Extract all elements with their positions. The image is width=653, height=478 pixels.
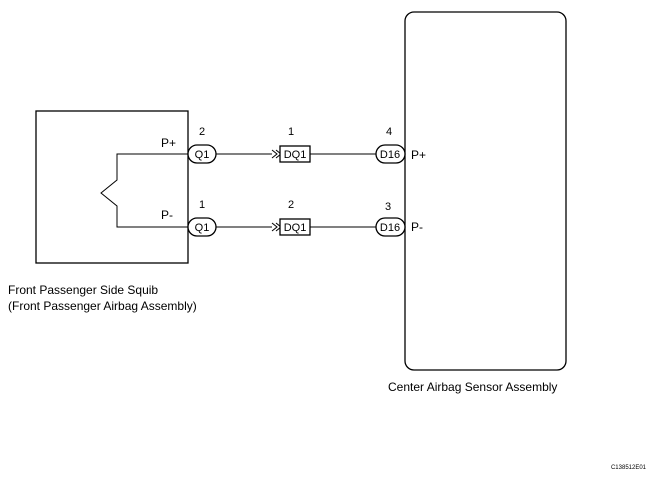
- sensor-label: Center Airbag Sensor Assembly: [388, 380, 557, 394]
- pin-dq1-top: 1: [288, 126, 294, 138]
- squib-label-line1: Front Passenger Side Squib: [8, 283, 158, 297]
- pin-dq1-bottom: 2: [288, 199, 294, 211]
- connector-q1-top: [187, 144, 217, 164]
- connector-q1-bottom-label: Q1: [195, 222, 210, 234]
- sensor-terminal-plus: P+: [411, 148, 426, 162]
- squib-element: [100, 153, 188, 228]
- pin-q1-top: 2: [199, 126, 205, 138]
- connector-dq1-top-label: DQ1: [284, 149, 307, 161]
- squib-label-line2: (Front Passenger Airbag Assembly): [8, 299, 197, 313]
- pin-d16-bottom: 3: [385, 201, 391, 213]
- squib-terminal-plus: P+: [161, 136, 176, 150]
- connector-d16-top: [375, 144, 406, 164]
- squib-box: [35, 110, 189, 264]
- connector-q1-bottom: [187, 217, 217, 237]
- sensor-terminal-minus: P-: [411, 220, 423, 234]
- squib-terminal-minus: P-: [161, 208, 173, 222]
- connector-dq1-top: [279, 145, 311, 163]
- pin-d16-top: 4: [386, 126, 392, 138]
- connector-d16-top-label: D16: [380, 149, 400, 161]
- connector-d16-bottom: [375, 217, 406, 237]
- figure-code: C138512E01: [611, 465, 647, 471]
- connector-dq1-bottom-label: DQ1: [284, 222, 307, 234]
- sensor-box: [404, 11, 567, 371]
- connector-q1-top-label: Q1: [195, 149, 210, 161]
- connector-d16-bottom-label: D16: [380, 222, 400, 234]
- pin-q1-bottom: 1: [199, 199, 205, 211]
- connector-dq1-bottom: [279, 218, 311, 236]
